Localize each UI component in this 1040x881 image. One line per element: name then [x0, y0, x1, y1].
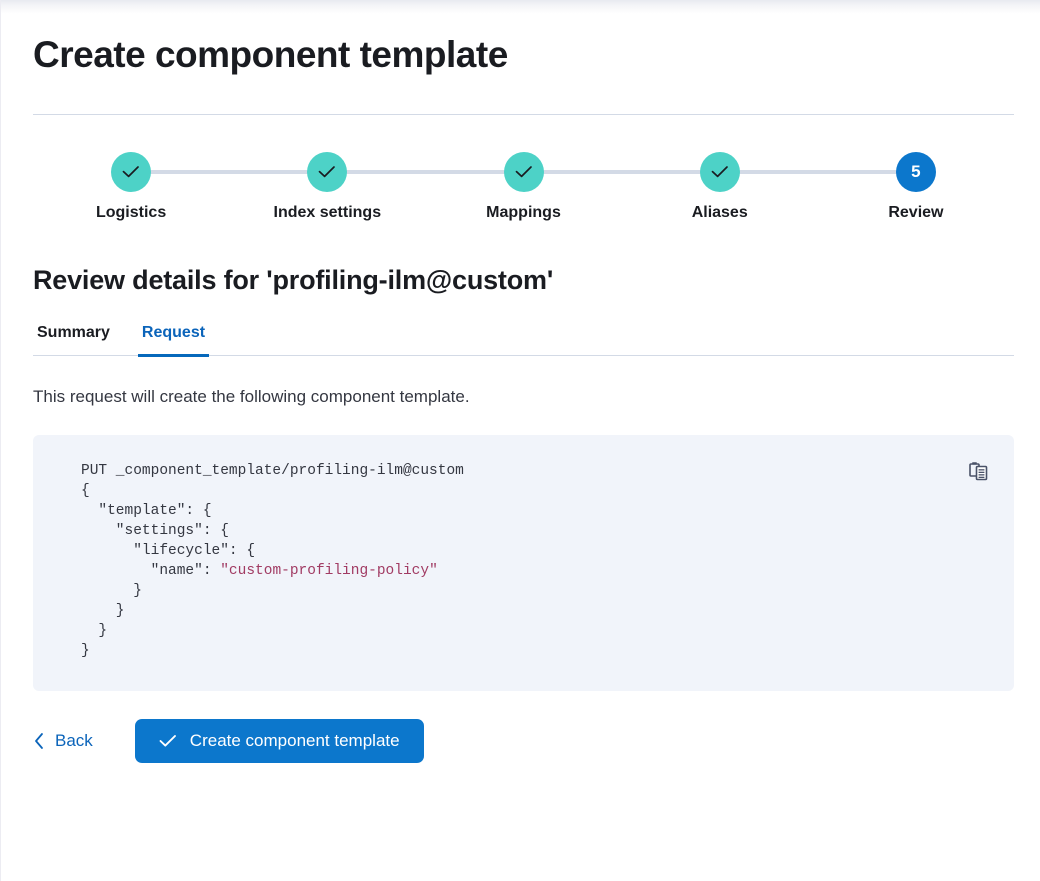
- tab-request[interactable]: Request: [137, 324, 210, 357]
- stepper-step-circle-row: [425, 152, 622, 192]
- check-icon: [503, 152, 544, 192]
- stepper-step-circle-row: 5: [817, 152, 1014, 192]
- stepper-step-label: Logistics: [95, 204, 167, 221]
- stepper-step-circle-row: [621, 152, 818, 192]
- stepper-step-label: Aliases: [691, 204, 748, 221]
- review-heading: Review details for 'profiling-ilm@custom…: [33, 265, 554, 295]
- copy-clipboard-icon[interactable]: [966, 459, 992, 485]
- code-part-2: } } } }: [81, 582, 142, 659]
- page-title: Create component template: [33, 34, 508, 75]
- back-button[interactable]: Back: [33, 731, 93, 751]
- stepper-connector-left: [425, 170, 524, 174]
- create-component-template-button[interactable]: Create component template: [134, 718, 424, 763]
- stepper-step-circle-row: [229, 152, 426, 192]
- stepper-connector-right: [719, 170, 818, 174]
- check-icon: [159, 734, 177, 748]
- stepper-step-index-settings[interactable]: Index settings: [229, 152, 426, 222]
- check-icon: [111, 152, 152, 192]
- review-tabs: Summary Request: [33, 324, 1014, 357]
- panel-left-border: [0, 0, 1, 881]
- request-code: PUT _component_template/profiling-ilm@cu…: [57, 461, 990, 661]
- back-button-label: Back: [55, 730, 93, 750]
- request-code-block: PUT _component_template/profiling-ilm@cu…: [33, 434, 1014, 691]
- stepper-connector-right: [327, 170, 426, 174]
- stepper-step-mappings[interactable]: Mappings: [425, 152, 622, 222]
- stepper-step-number: 5: [895, 152, 936, 192]
- stepper-connector-left: [621, 170, 720, 174]
- check-icon: [307, 152, 348, 192]
- stepper-step-label: Mappings: [486, 204, 561, 221]
- stepper-step-aliases[interactable]: Aliases: [621, 152, 818, 222]
- stepper-step-circle-row: [33, 152, 230, 192]
- wizard-footer: Back Create component template: [33, 718, 1008, 763]
- stepper-step-label: Review: [888, 204, 944, 221]
- stepper-connector-left: [229, 170, 328, 174]
- create-component-template-label: Create component template: [189, 730, 400, 750]
- chevron-left-icon: [33, 732, 45, 750]
- request-description: This request will create the following c…: [33, 387, 470, 406]
- stepper-step-logistics[interactable]: Logistics: [33, 152, 230, 222]
- stepper-connector-right: [523, 170, 622, 174]
- tab-summary[interactable]: Summary: [33, 324, 114, 357]
- stepper-connector-right: [131, 170, 230, 174]
- code-string-value: "custom-profiling-policy": [220, 562, 438, 579]
- code-part-1: PUT _component_template/profiling-ilm@cu…: [81, 462, 464, 579]
- stepper-connector-left: [817, 170, 916, 174]
- check-icon: [699, 152, 740, 192]
- stepper-step-label: Index settings: [273, 204, 382, 221]
- title-divider: [33, 114, 1014, 115]
